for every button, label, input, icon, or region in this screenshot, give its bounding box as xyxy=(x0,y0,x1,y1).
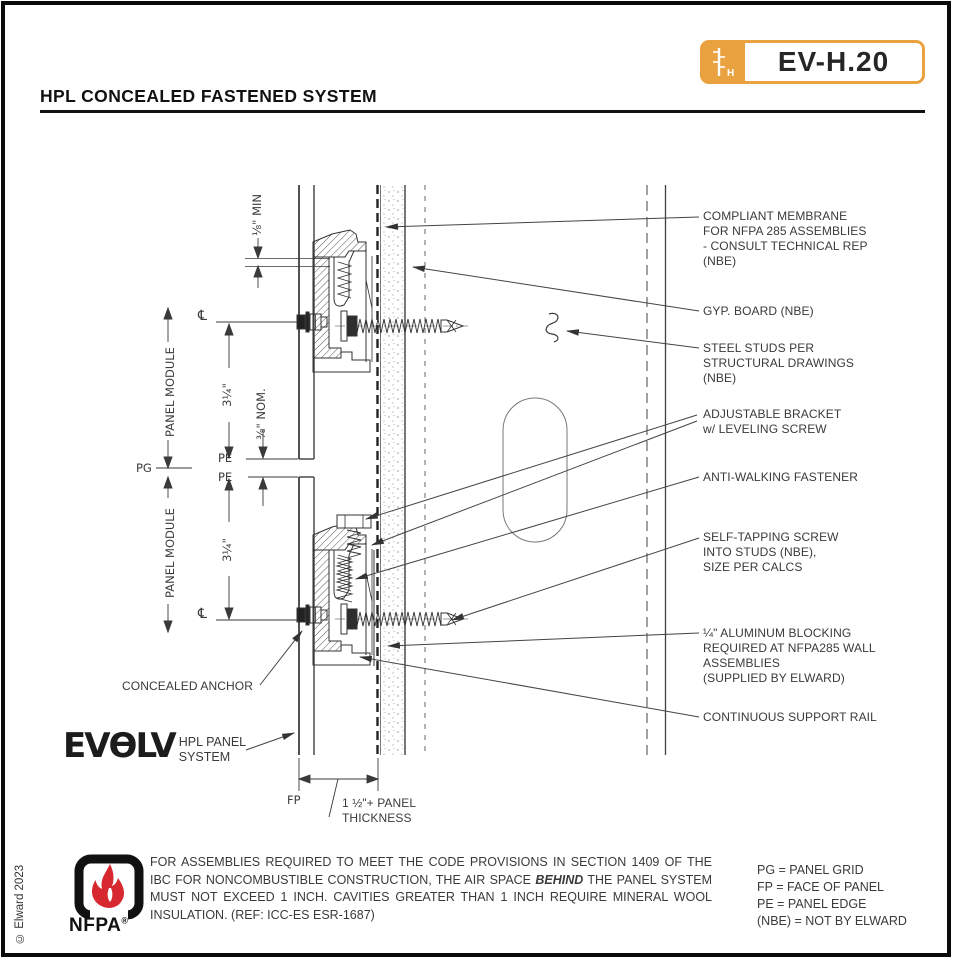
stud-break-symbol xyxy=(545,312,559,343)
label-concealed-anchor: CONCEALED ANCHOR xyxy=(122,679,253,693)
wall-section-icon: H xyxy=(703,43,745,81)
leader-lines xyxy=(245,216,700,751)
legend-fp: FP = FACE OF PANEL xyxy=(757,880,885,894)
callout-compliant-membrane: COMPLIANT MEMBRANE FOR NFPA 285 ASSEMBLI… xyxy=(703,209,868,268)
callout-adjustable-bracket: ADJUSTABLE BRACKET w/ LEVELING SCREW xyxy=(703,407,842,436)
dimensions xyxy=(156,238,380,818)
callout-support-rail: CONTINUOUS SUPPORT RAIL xyxy=(703,710,877,724)
leader-adjustable-bracket-2 xyxy=(370,420,698,546)
gyp-board xyxy=(380,185,406,755)
registered-mark: ® xyxy=(121,915,129,926)
svg-text:H: H xyxy=(727,68,734,79)
label-pe-lower: PE xyxy=(218,470,233,484)
label-fp: FP xyxy=(287,793,301,807)
leader-evolv xyxy=(245,732,296,751)
legend-pg: PG = PANEL GRID xyxy=(757,863,864,877)
leader-support-rail xyxy=(358,655,700,718)
leader-adjustable-bracket-1 xyxy=(364,414,698,520)
callout-aluminum-blocking: ¼" ALUMINUM BLOCKING REQUIRED AT NFPA285… xyxy=(703,626,876,685)
dim-panel-thickness: 1 ½"+ PANEL THICKNESS xyxy=(342,796,417,825)
anti-walking-fastener xyxy=(335,557,354,603)
callout-steel-studs: STEEL STUDS PER STRUCTURAL DRAWINGS (NBE… xyxy=(703,341,855,385)
stud-knockout xyxy=(502,397,568,543)
leader-anti-walking xyxy=(354,476,700,580)
steel-stud xyxy=(502,185,667,755)
wall-section xyxy=(298,185,667,755)
callout-anti-walking-fastener: ANTI-WALKING FASTENER xyxy=(703,470,859,484)
dim-module-height-upper: 3¼" xyxy=(220,383,234,407)
dim-eighth-min: ⅛" MIN xyxy=(250,194,264,237)
leader-self-tapping xyxy=(450,537,700,621)
legend-pe: PE = PANEL EDGE xyxy=(757,897,867,911)
leader-gyp-board xyxy=(411,265,700,312)
legend-nbe: (NBE) = NOT BY ELWARD xyxy=(757,914,907,928)
page-title: HPL CONCEALED FASTENED SYSTEM xyxy=(40,86,378,106)
label-pg: PG xyxy=(136,461,152,475)
nfpa-logo-text: NFPA® xyxy=(69,915,129,936)
callout-gyp-board: GYP. BOARD (NBE) xyxy=(703,304,814,318)
nfpa-flame-icon xyxy=(74,854,144,920)
evolv-wordmark-ev: EV xyxy=(63,726,111,766)
evolv-wordmark-lv: LV xyxy=(135,726,176,766)
title-underline xyxy=(40,110,925,113)
dim-module-height-lower: 3¼" xyxy=(220,538,234,562)
evolv-tagline: HPL PANEL SYSTEM xyxy=(178,735,247,764)
dim-joint-nominal: ⅜" NOM. xyxy=(254,388,268,440)
evolv-o-icon: Ɵ xyxy=(108,726,138,766)
leader-concealed-anchor xyxy=(259,630,303,686)
dim-panel-module-lower: PANEL MODULE xyxy=(163,508,177,598)
abbreviation-legend: PG = PANEL GRID FP = FACE OF PANEL PE = … xyxy=(757,862,907,930)
label-pe-upper: PE xyxy=(218,451,233,465)
centerline-symbol-lower: ℄ xyxy=(198,606,207,622)
callout-self-tapping-screw: SELF-TAPPING SCREW INTO STUDS (NBE), SIZ… xyxy=(703,530,839,574)
bracket-assembly xyxy=(296,229,468,373)
detail-number: EV-H.20 xyxy=(777,46,890,77)
detail-number-badge: H EV-H.20 xyxy=(700,40,925,84)
leader-blocking xyxy=(386,632,700,649)
centerline-symbol-upper: ℄ xyxy=(198,308,207,324)
note-emphasis: BEHIND xyxy=(535,872,584,887)
leader-compliant-membrane xyxy=(384,216,700,230)
leveling-screw xyxy=(336,514,372,559)
dim-panel-module-upper: PANEL MODULE xyxy=(163,347,177,437)
copyright-text: © Elward 2023 xyxy=(14,864,26,944)
leader-steel-studs xyxy=(565,329,700,349)
code-note: FOR ASSEMBLIES REQUIRED TO MEET THE CODE… xyxy=(150,855,712,922)
